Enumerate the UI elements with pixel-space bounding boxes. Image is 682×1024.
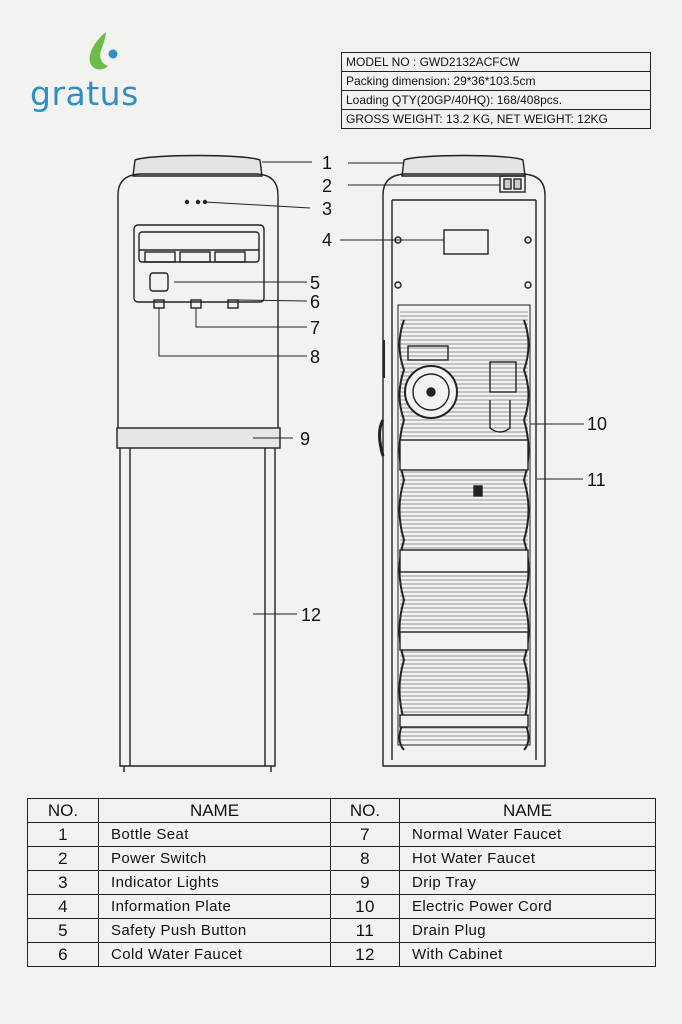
part-number: 8 <box>330 846 400 871</box>
part-number: 10 <box>330 894 400 919</box>
front-view <box>116 154 281 772</box>
spec-loading: Loading QTY(20GP/40HQ): 168/408pcs. <box>341 90 651 110</box>
part-number: 9 <box>330 870 400 895</box>
callout-9: 9 <box>300 429 310 449</box>
spec-packing: Packing dimension: 29*36*103.5cm <box>341 71 651 91</box>
brand-name: gratus <box>30 74 139 113</box>
part-name: Indicator Lights <box>98 870 331 895</box>
part-name: Normal Water Faucet <box>399 822 656 847</box>
callout-6: 6 <box>310 292 320 312</box>
callout-12: 12 <box>301 605 321 625</box>
header-name: NAME <box>399 798 656 823</box>
dispenser-diagram: 1 2 3 4 5 6 7 8 9 10 11 12 <box>116 153 607 772</box>
callout-7: 7 <box>310 318 320 338</box>
spec-table: MODEL NO : GWD2132ACFCW Packing dimensio… <box>341 52 651 129</box>
part-number: 2 <box>27 846 99 871</box>
brand-logo: gratus <box>30 30 160 113</box>
part-number: 5 <box>27 918 99 943</box>
part-name: Drain Plug <box>399 918 656 943</box>
callout-5: 5 <box>310 273 320 293</box>
part-name: Hot Water Faucet <box>399 846 656 871</box>
table-row: 2 Power Switch 8 Hot Water Faucet <box>27 846 656 871</box>
callout-labels: 1 2 3 4 5 6 7 8 9 10 11 12 <box>300 153 607 625</box>
part-name: Electric Power Cord <box>399 894 656 919</box>
callout-8: 8 <box>310 347 320 367</box>
callout-4: 4 <box>322 230 332 250</box>
part-number: 11 <box>330 918 400 943</box>
part-name: Cold Water Faucet <box>98 942 331 967</box>
spec-row: GROSS WEIGHT: 13.2 KG, NET WEIGHT: 12KG <box>341 109 651 129</box>
part-name: Safety Push Button <box>98 918 331 943</box>
part-number: 1 <box>27 822 99 847</box>
header-no: NO. <box>330 798 400 823</box>
table-row: 4 Information Plate 10 Electric Power Co… <box>27 894 656 919</box>
header-name: NAME <box>98 798 331 823</box>
table-row: 1 Bottle Seat 7 Normal Water Faucet <box>27 822 656 847</box>
callout-11: 11 <box>587 470 606 490</box>
table-row: 5 Safety Push Button 11 Drain Plug <box>27 918 656 943</box>
callout-1: 1 <box>322 153 332 173</box>
callout-2: 2 <box>322 176 332 196</box>
spec-row: Loading QTY(20GP/40HQ): 168/408pcs. <box>341 90 651 110</box>
water-drop-icon <box>89 32 118 70</box>
part-number: 12 <box>330 942 400 967</box>
header-no: NO. <box>27 798 99 823</box>
callout-10: 10 <box>587 414 607 434</box>
callout-3: 3 <box>322 199 332 219</box>
part-name: With Cabinet <box>399 942 656 967</box>
part-number: 3 <box>27 870 99 895</box>
part-name: Bottle Seat <box>98 822 331 847</box>
back-view <box>378 154 546 767</box>
spec-weight: GROSS WEIGHT: 13.2 KG, NET WEIGHT: 12KG <box>341 109 651 129</box>
parts-header-row: NO. NAME NO. NAME <box>27 798 656 823</box>
part-name: Information Plate <box>98 894 331 919</box>
parts-table: NO. NAME NO. NAME 1 Bottle Seat 7 Normal… <box>27 798 656 967</box>
spec-row: Packing dimension: 29*36*103.5cm <box>341 71 651 91</box>
part-number: 6 <box>27 942 99 967</box>
part-name: Power Switch <box>98 846 331 871</box>
part-number: 7 <box>330 822 400 847</box>
part-name: Drip Tray <box>399 870 656 895</box>
spec-model: MODEL NO : GWD2132ACFCW <box>341 52 651 72</box>
spec-row: MODEL NO : GWD2132ACFCW <box>341 52 651 72</box>
leader-lines <box>158 161 584 615</box>
table-row: 6 Cold Water Faucet 12 With Cabinet <box>27 942 656 967</box>
table-row: 3 Indicator Lights 9 Drip Tray <box>27 870 656 895</box>
part-number: 4 <box>27 894 99 919</box>
